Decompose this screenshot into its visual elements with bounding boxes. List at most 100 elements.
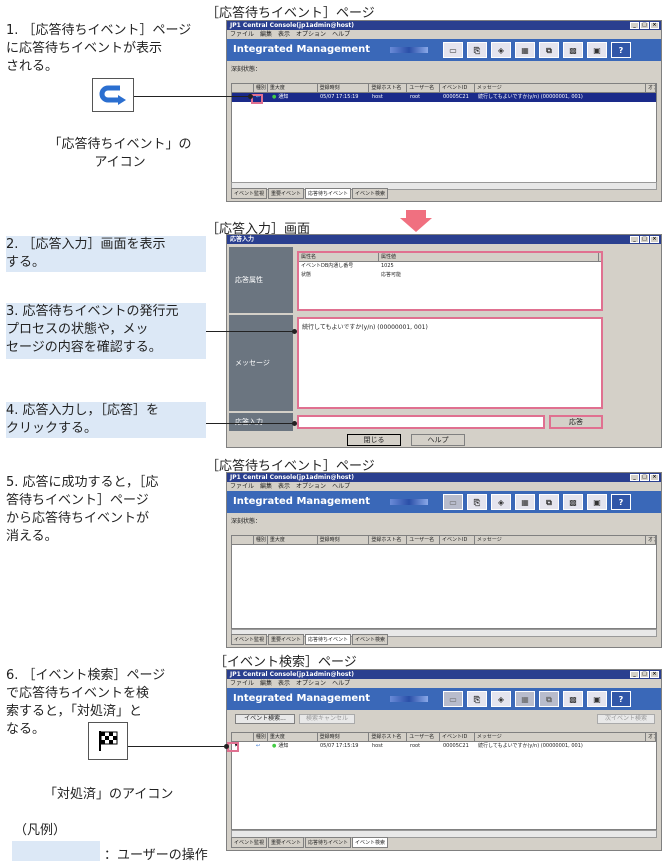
maximize-button[interactable]: □ [640,236,649,243]
tab-reply-events[interactable]: 応答待ちイベント [305,634,352,645]
step-2: 2. ［応答入力］画面を表示 する。 [6,236,206,272]
close-button[interactable]: × [650,22,659,29]
menu-file[interactable]: ファイル [230,483,255,490]
event-list: 種別重大度登録時刻登録ホスト名ユーザー名イベントIDメッセージオブ [231,535,657,629]
tab-event-monitor[interactable]: イベント監視 [231,634,268,645]
close-button[interactable]: × [650,671,659,678]
toolbar-button[interactable]: ⧉ [539,494,559,510]
horizontal-scrollbar[interactable] [231,830,657,838]
menu-options[interactable]: オプション [296,680,327,687]
menu-edit[interactable]: 編集 [260,31,273,38]
toolbar-button[interactable]: ▦ [515,691,535,707]
maximize-button[interactable]: □ [640,474,649,481]
toolbar-button[interactable]: ▩ [563,494,583,510]
tab-reply-events[interactable]: 応答待ちイベント [305,837,352,848]
menu-file[interactable]: ファイル [230,31,255,38]
toolbar-button[interactable]: ◈ [491,494,511,510]
tab-event-search[interactable]: イベント検索 [352,634,389,645]
toolbar-button[interactable]: ▣ [587,42,607,58]
horizontal-scrollbar[interactable] [231,629,657,637]
tab-important-events[interactable]: 重要イベント [268,188,305,199]
toolbar-button[interactable]: ⧉ [539,42,559,58]
minimize-button[interactable]: _ [630,22,639,29]
menu-help[interactable]: ヘルプ [332,31,351,38]
event-search-button[interactable]: イベント検索... [235,714,295,724]
menu-options[interactable]: オプション [296,31,327,38]
toolbar-button[interactable]: ▦ [515,494,535,510]
toolbar-button[interactable]: ▭ [443,42,463,58]
connector-dot [248,94,253,99]
connector-line [206,423,296,424]
done-icon: ⚑ [234,743,239,749]
page-title-4: ［イベント検索］ページ [214,655,357,670]
status-dot-icon: ● [272,743,277,749]
reply-event-icon [92,78,134,112]
toolbar-button[interactable]: ▦ [515,42,535,58]
input-label: 応答入力 [229,413,293,431]
next-search-button[interactable]: 次イベント検索 [597,714,655,724]
help-button[interactable]: ? [611,691,631,707]
banner-title: Integrated Management [233,693,371,704]
maximize-button[interactable]: □ [640,22,649,29]
close-button[interactable]: × [650,474,659,481]
toolbar-button[interactable]: ◈ [491,42,511,58]
reply-button[interactable]: 応答 [549,415,603,429]
toolbar-button[interactable]: ⧉ [539,691,559,707]
console-window-1: JP1 Central Console(jp1admin@host)_□× ファ… [226,20,662,202]
step-3: 3. 応答待ちイベントの発行元 プロセスの状態や，メッ セージの内容を確認する。 [6,303,206,359]
tab-event-monitor[interactable]: イベント監視 [231,188,268,199]
toolbar-button[interactable]: ⎘ [467,42,487,58]
minimize-button[interactable]: _ [630,671,639,678]
reply-input-field[interactable] [297,415,545,429]
menu-options[interactable]: オプション [296,483,327,490]
tab-important-events[interactable]: 重要イベント [268,837,305,848]
toolbar-button[interactable]: ▣ [587,691,607,707]
menu-edit[interactable]: 編集 [260,483,273,490]
page-title-2: ［応答入力］画面 [206,222,311,237]
close-dialog-button[interactable]: 閉じる [347,434,401,446]
done-icon-caption: 「対処済」のアイコン [44,787,174,802]
toolbar-button[interactable]: ⎘ [467,494,487,510]
tab-event-search[interactable]: イベント検索 [352,837,389,848]
menu-view[interactable]: 表示 [278,680,291,687]
tab-reply-events[interactable]: 応答待ちイベント [305,188,352,199]
reply-event-icon: ↩ [256,743,261,749]
menu-view[interactable]: 表示 [278,31,291,38]
toolbar-button[interactable]: ◈ [491,691,511,707]
tab-event-search[interactable]: イベント検索 [352,188,389,199]
toolbar-button[interactable]: ▩ [563,42,583,58]
close-button[interactable]: × [650,236,659,243]
minimize-button[interactable]: _ [630,474,639,481]
help-button[interactable]: ? [611,494,631,510]
status-dot-icon: ● [272,94,277,100]
window-title: JP1 Central Console(jp1admin@host) [230,474,355,481]
horizontal-scrollbar[interactable] [231,182,657,190]
highlight-box [251,94,263,104]
toolbar-button[interactable]: ▩ [563,691,583,707]
connector-dot [292,421,297,426]
menu-help[interactable]: ヘルプ [332,483,351,490]
tab-important-events[interactable]: 重要イベント [268,634,305,645]
help-button[interactable]: ? [611,42,631,58]
help-dialog-button[interactable]: ヘルプ [411,434,465,446]
page-title-3: ［応答待ちイベント］ページ [206,459,375,474]
menu-help[interactable]: ヘルプ [332,680,351,687]
toolbar-button[interactable]: ▣ [587,494,607,510]
menu-file[interactable]: ファイル [230,680,255,687]
console-window-2: JP1 Central Console(jp1admin@host) _□× ファ… [226,472,662,648]
menu-view[interactable]: 表示 [278,483,291,490]
minimize-button[interactable]: _ [630,236,639,243]
toolbar-button[interactable]: ▭ [443,494,463,510]
toolbar-button[interactable]: ▭ [443,691,463,707]
down-arrow-icon [400,210,432,232]
dialog-title: 応答入力 [230,236,255,243]
tab-event-monitor[interactable]: イベント監視 [231,837,268,848]
toolbar-button[interactable]: ⎘ [467,691,487,707]
window-title: JP1 Central Console(jp1admin@host) [230,671,355,678]
cancel-search-button[interactable]: 検索キャンセル [299,714,355,724]
menu-edit[interactable]: 編集 [260,680,273,687]
maximize-button[interactable]: □ [640,671,649,678]
